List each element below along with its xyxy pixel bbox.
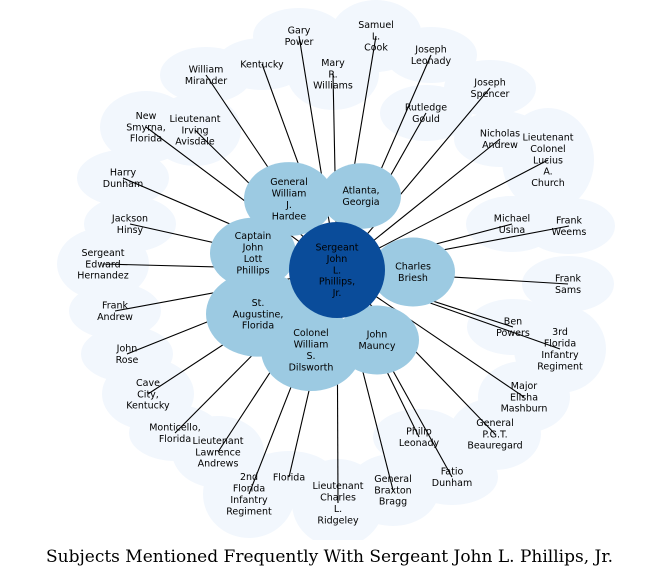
outer-label-monticello-florida: Monticello,Florida: [149, 423, 201, 445]
inner-bubble-layer: [206, 162, 455, 391]
inner-bubble-atlanta-georgia[interactable]: [321, 163, 401, 229]
inner-bubble-john-mauncy[interactable]: [335, 305, 419, 375]
inner-label-atlanta-georgia: Atlanta,Georgia: [342, 186, 379, 208]
center-bubble[interactable]: [289, 222, 385, 318]
diagram-title: Subjects Mentioned Frequently With Serge…: [46, 547, 613, 567]
outer-label-kentucky: Kentucky: [240, 59, 284, 70]
outer-label-florida: Florida: [273, 472, 305, 483]
inner-bubble-charles-briesh[interactable]: [371, 237, 455, 307]
inner-bubble-captain-john-lott-phillips[interactable]: [210, 217, 296, 289]
inner-bubble-general-william-j-hardee[interactable]: [244, 162, 334, 236]
inner-label-st-augustine-florida: St.Augustine,Florida: [233, 298, 284, 332]
inner-bubble-colonel-william-s-dilsworth[interactable]: [261, 309, 361, 391]
